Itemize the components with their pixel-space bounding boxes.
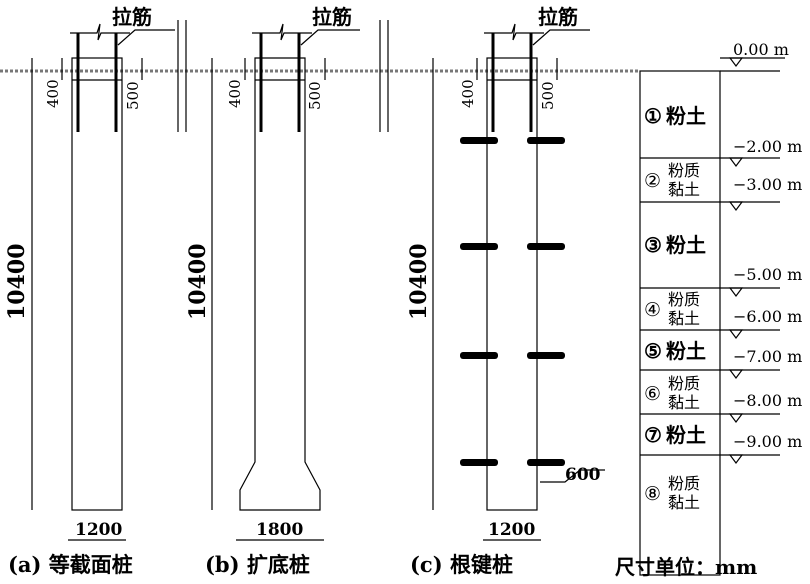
layer-depth: −9.00 m bbox=[733, 432, 802, 451]
key-length-dim: 600 bbox=[565, 465, 601, 485]
length-dim: 10400 bbox=[185, 243, 211, 320]
width-dim: 1200 bbox=[488, 520, 535, 540]
layer-name: 粉质黏土 bbox=[668, 161, 701, 199]
layer-depth: −2.00 m bbox=[733, 137, 802, 156]
pile-a: 拉筋 400 500 10400 1200 (a) 等截面桩 bbox=[4, 5, 175, 577]
layer-name: 粉土 bbox=[666, 423, 706, 447]
layer-depth: −6.00 m bbox=[733, 307, 802, 326]
pile-b: 拉筋 400 500 10400 1800 (b) 扩底桩 bbox=[185, 5, 360, 577]
layer-depth: −5.00 m bbox=[733, 265, 802, 284]
layer-name-wrap: 粉质黏土 bbox=[668, 290, 701, 328]
layer-name-wrap: 粉质黏土 bbox=[668, 374, 701, 412]
dim-500: 500 bbox=[306, 81, 324, 110]
length-dim: 10400 bbox=[4, 243, 30, 320]
rebar-label: 拉筋 bbox=[312, 5, 352, 29]
soil-profile: 0.00 m ① 粉土 −2.00 m ② 粉质黏土 −3.00 m ③ 粉土 … bbox=[639, 40, 802, 576]
layer-name: 粉质黏土 bbox=[668, 290, 701, 328]
dim-400: 400 bbox=[226, 79, 244, 108]
layer-name: 粉土 bbox=[666, 233, 706, 257]
pile-b-body bbox=[239, 57, 321, 511]
root-keys bbox=[460, 137, 565, 466]
unit-note: 尺寸单位：mm bbox=[615, 555, 757, 579]
pile-c-body bbox=[486, 57, 538, 511]
layer-no: ② bbox=[644, 170, 661, 192]
width-dim: 1200 bbox=[75, 520, 122, 540]
dim-500: 500 bbox=[124, 81, 142, 110]
layer-no: ⑦ bbox=[644, 423, 662, 447]
rebar-label: 拉筋 bbox=[112, 5, 152, 29]
dim-400: 400 bbox=[459, 79, 477, 108]
layer-no: ⑧ bbox=[644, 483, 661, 505]
layer-depth: −7.00 m bbox=[733, 347, 802, 366]
caption-c: (c) 根键桩 bbox=[410, 552, 513, 577]
layer-no: ⑥ bbox=[644, 383, 661, 405]
layer-name-wrap: 粉质黏土 bbox=[668, 474, 701, 512]
dim-400: 400 bbox=[44, 79, 62, 108]
ground-level: 0.00 m bbox=[733, 40, 789, 59]
caption-b: (b) 扩底桩 bbox=[205, 552, 310, 577]
layer-no: ⑤ bbox=[644, 339, 662, 363]
rebar-label: 拉筋 bbox=[538, 5, 578, 29]
layer-name: 粉质黏土 bbox=[668, 474, 701, 512]
length-dim: 10400 bbox=[406, 243, 432, 320]
layer-no: ① bbox=[644, 104, 662, 128]
width-dim: 1800 bbox=[256, 520, 303, 540]
layer-name: 粉质黏土 bbox=[668, 374, 701, 412]
pile-a-body bbox=[71, 57, 123, 511]
dim-500: 500 bbox=[539, 81, 557, 110]
layer-depth: −3.00 m bbox=[733, 175, 802, 194]
layer-name-wrap: 粉质黏土 bbox=[668, 161, 701, 199]
layer-no: ④ bbox=[644, 299, 661, 321]
layer-name: 粉土 bbox=[666, 104, 706, 128]
caption-a: (a) 等截面桩 bbox=[8, 552, 133, 577]
break-mark bbox=[177, 20, 389, 132]
layer-name: 粉土 bbox=[666, 339, 706, 363]
layer-depth: −8.00 m bbox=[733, 391, 802, 410]
pile-c: 拉筋 400 500 600 10400 1200 (c) 根键桩 bbox=[406, 5, 605, 577]
layer-no: ③ bbox=[644, 233, 662, 257]
